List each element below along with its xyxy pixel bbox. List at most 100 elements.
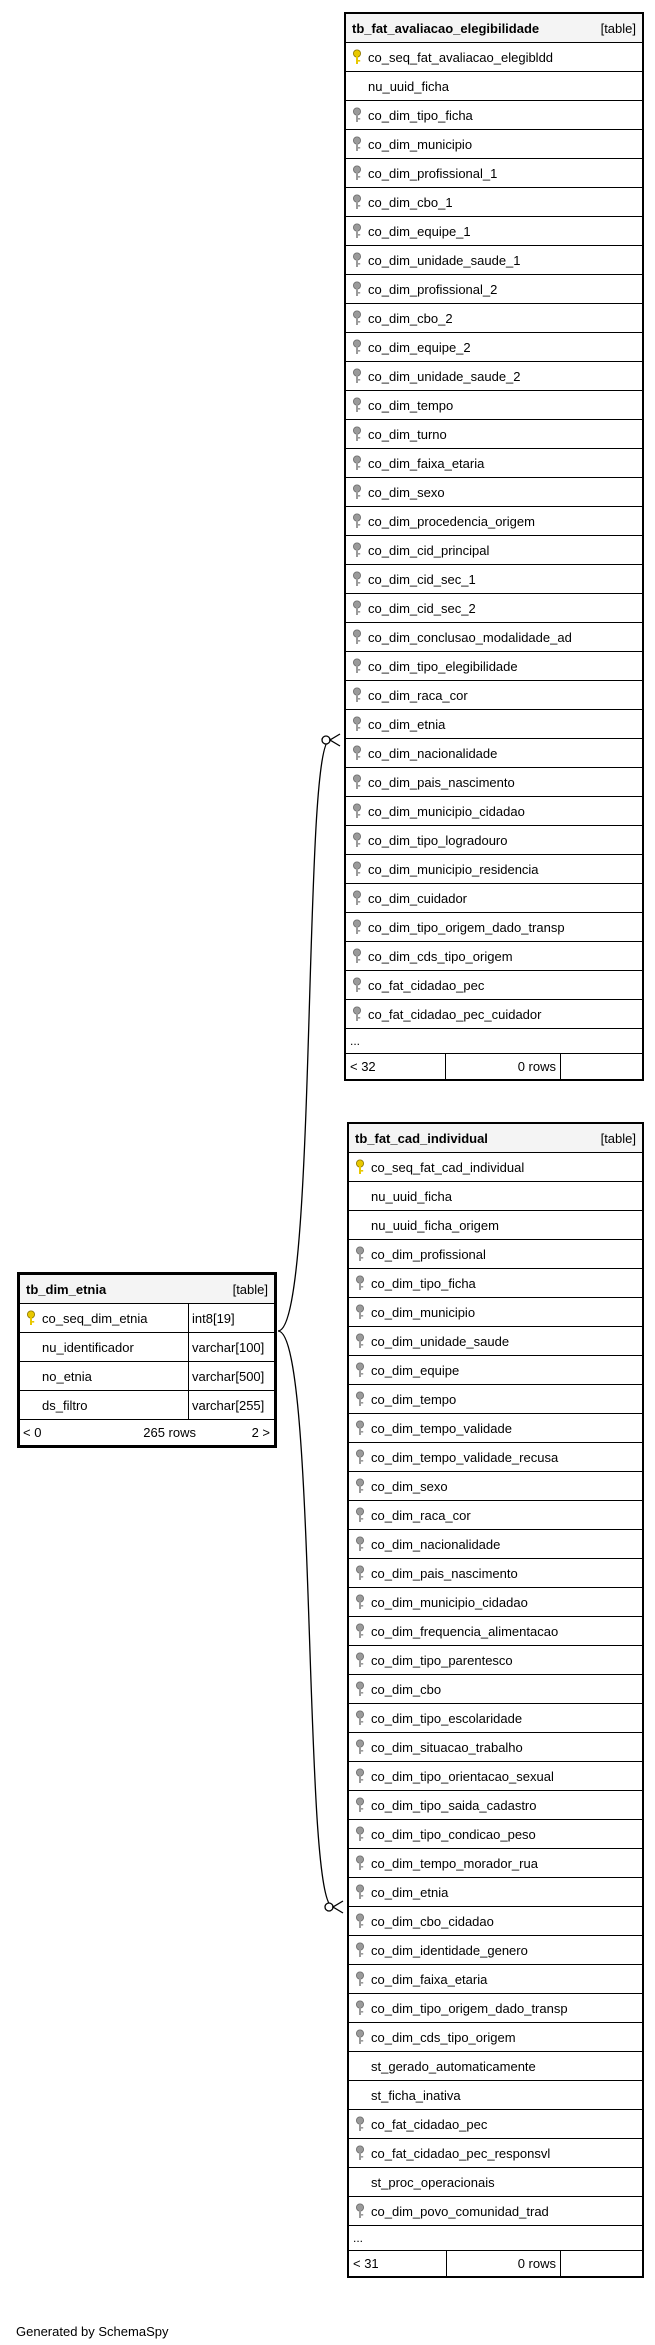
column-row[interactable]: co_dim_equipe_2 (346, 333, 642, 362)
column-row[interactable]: co_dim_tempo (349, 1385, 642, 1414)
column-row[interactable]: st_gerado_automaticamente (349, 2052, 642, 2081)
column-row[interactable]: co_dim_sexo (349, 1472, 642, 1501)
column-row[interactable]: co_dim_equipe_1 (346, 217, 642, 246)
column-row[interactable]: co_dim_cbo_1 (346, 188, 642, 217)
foreign-key-icon (346, 339, 368, 355)
column-row[interactable]: co_fat_cidadao_pec (346, 971, 642, 1000)
column-row[interactable]: co_dim_municipio_cidadao (346, 797, 642, 826)
column-row[interactable]: co_dim_tipo_orientacao_sexual (349, 1762, 642, 1791)
column-row[interactable]: co_dim_pais_nascimento (349, 1559, 642, 1588)
column-type: int8[19] (188, 1304, 274, 1332)
column-name: co_dim_faixa_etaria (371, 1971, 488, 1987)
footer-child-count[interactable]: 2 > (251, 1425, 270, 1440)
column-row[interactable]: co_dim_tipo_elegibilidade (346, 652, 642, 681)
column-row[interactable]: co_dim_cds_tipo_origem (346, 942, 642, 971)
column-row[interactable]: co_dim_tipo_parentesco (349, 1646, 642, 1675)
table-avaliacao-elegibilidade[interactable]: tb_fat_avaliacao_elegibilidade [table] c… (344, 12, 644, 1081)
column-row[interactable]: co_dim_tipo_logradouro (346, 826, 642, 855)
foreign-key-icon (349, 1739, 371, 1755)
column-row[interactable]: co_dim_profissional_1 (346, 159, 642, 188)
column-name: co_dim_nacionalidade (371, 1536, 501, 1552)
foreign-key-icon (346, 107, 368, 123)
foreign-key-icon (349, 1420, 371, 1436)
primary-key-icon (346, 49, 368, 65)
column-row[interactable]: co_dim_tempo_validade (349, 1414, 642, 1443)
column-row[interactable]: co_dim_etnia (346, 710, 642, 739)
column-row[interactable]: co_fat_cidadao_pec_responsvl (349, 2139, 642, 2168)
column-row[interactable]: co_dim_frequencia_alimentacao (349, 1617, 642, 1646)
column-row[interactable]: co_dim_tipo_origem_dado_transp (349, 1994, 642, 2023)
column-row[interactable]: nu_uuid_ficha (346, 72, 642, 101)
column-row[interactable]: co_dim_tipo_ficha (346, 101, 642, 130)
table-type-tag: [table] (600, 20, 636, 36)
column-row[interactable]: co_fat_cidadao_pec (349, 2110, 642, 2139)
column-row[interactable]: co_dim_tipo_origem_dado_transp (346, 913, 642, 942)
column-row[interactable]: st_ficha_inativa (349, 2081, 642, 2110)
column-row[interactable]: co_dim_unidade_saude_2 (346, 362, 642, 391)
column-row[interactable]: co_dim_tipo_saida_cadastro (349, 1791, 642, 1820)
column-row[interactable]: co_dim_cuidador (346, 884, 642, 913)
column-row[interactable]: co_dim_identidade_genero (349, 1936, 642, 1965)
column-row[interactable]: co_fat_cidadao_pec_cuidador (346, 1000, 642, 1029)
column-row[interactable]: co_dim_situacao_trabalho (349, 1733, 642, 1762)
column-row[interactable]: co_dim_faixa_etaria (349, 1965, 642, 1994)
column-row[interactable]: co_dim_municipio (346, 130, 642, 159)
column-row[interactable]: co_seq_fat_cad_individual (349, 1153, 642, 1182)
footer-child-count (561, 1054, 642, 1079)
column-row[interactable]: co_dim_nacionalidade (349, 1530, 642, 1559)
column-row[interactable]: co_dim_tempo_morador_rua (349, 1849, 642, 1878)
column-row[interactable]: co_dim_cbo (349, 1675, 642, 1704)
column-row[interactable]: co_seq_dim_etnia int8[19] (20, 1304, 274, 1333)
column-row[interactable]: co_dim_cbo_cidadao (349, 1907, 642, 1936)
column-row[interactable]: co_dim_tempo_validade_recusa (349, 1443, 642, 1472)
column-row[interactable]: co_dim_municipio_cidadao (349, 1588, 642, 1617)
column-name: co_dim_tipo_origem_dado_transp (371, 2000, 568, 2016)
column-row[interactable]: co_dim_pais_nascimento (346, 768, 642, 797)
column-name: co_seq_dim_etnia (42, 1310, 148, 1326)
column-row[interactable]: co_dim_municipio (349, 1298, 642, 1327)
column-row[interactable]: co_dim_cid_principal (346, 536, 642, 565)
table-header: tb_fat_avaliacao_elegibilidade [table] (346, 14, 642, 43)
table-cad-individual[interactable]: tb_fat_cad_individual [table] co_seq_fat… (347, 1122, 644, 2278)
column-row[interactable]: co_dim_unidade_saude_1 (346, 246, 642, 275)
column-row[interactable]: co_dim_cbo_2 (346, 304, 642, 333)
column-row[interactable]: co_dim_sexo (346, 478, 642, 507)
column-row[interactable]: co_dim_profissional_2 (346, 275, 642, 304)
column-row[interactable]: co_dim_unidade_saude (349, 1327, 642, 1356)
column-row[interactable]: co_dim_municipio_residencia (346, 855, 642, 884)
column-row[interactable]: co_dim_cid_sec_2 (346, 594, 642, 623)
column-row[interactable]: co_dim_conclusao_modalidade_ad (346, 623, 642, 652)
foreign-key-icon (346, 397, 368, 413)
footer-parent-count[interactable]: < 32 (346, 1054, 446, 1079)
column-row[interactable]: co_dim_nacionalidade (346, 739, 642, 768)
foreign-key-icon (346, 861, 368, 877)
column-row[interactable]: co_dim_etnia (349, 1878, 642, 1907)
column-row[interactable]: nu_uuid_ficha_origem (349, 1211, 642, 1240)
column-row[interactable]: co_dim_tipo_escolaridade (349, 1704, 642, 1733)
column-row[interactable]: co_dim_tipo_ficha (349, 1269, 642, 1298)
column-row[interactable]: st_proc_operacionais (349, 2168, 642, 2197)
column-row[interactable]: co_dim_raca_cor (346, 681, 642, 710)
column-name: co_dim_profissional_1 (368, 165, 498, 181)
column-row[interactable]: co_dim_povo_comunidad_trad (349, 2197, 642, 2226)
column-row[interactable]: co_dim_cds_tipo_origem (349, 2023, 642, 2052)
column-row[interactable]: co_seq_fat_avaliacao_elegibldd (346, 43, 642, 72)
etnia-to-cad-individual-line (277, 1330, 334, 1908)
column-row[interactable]: co_dim_turno (346, 420, 642, 449)
footer-parent-count[interactable]: < 31 (349, 2251, 447, 2276)
column-row[interactable]: co_dim_faixa_etaria (346, 449, 642, 478)
column-name: st_gerado_automaticamente (371, 2058, 536, 2074)
column-row[interactable]: co_dim_equipe (349, 1356, 642, 1385)
column-row[interactable]: co_dim_raca_cor (349, 1501, 642, 1530)
table-footer: < 31 0 rows (349, 2251, 642, 2276)
column-row[interactable]: co_dim_tipo_condicao_peso (349, 1820, 642, 1849)
column-row[interactable]: co_dim_tempo (346, 391, 642, 420)
column-row[interactable]: nu_uuid_ficha (349, 1182, 642, 1211)
column-row[interactable]: co_dim_profissional (349, 1240, 642, 1269)
column-row[interactable]: co_dim_cid_sec_1 (346, 565, 642, 594)
column-row[interactable]: co_dim_procedencia_origem (346, 507, 642, 536)
